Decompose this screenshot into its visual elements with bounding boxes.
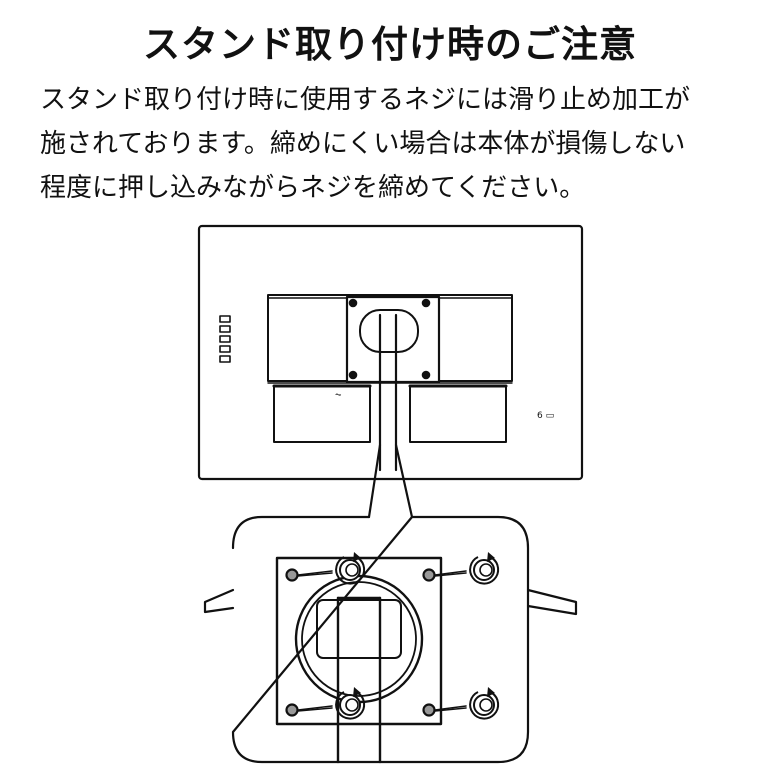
monitor-back: ⏦ 6 ▭ [197,224,584,481]
screw-bottom-left [285,703,333,717]
port-symbol-left: ⏦ [335,390,342,399]
notice-line-1: スタンド取り付け時に使用するネジには滑り止め加工が [40,85,691,115]
screw-bottom-right [422,703,467,717]
control-buttons [219,315,231,363]
port-symbol-right: 6 ▭ [537,411,554,421]
screw-top-right [422,568,467,582]
notice-line-3: 程度に押し込みながらネジを締めてください。 [40,173,586,203]
notice-line-2: 施されております。締めにくい場合は本体が損傷しない [40,129,686,159]
rotate-arrow-icon [335,551,366,585]
zoom-frame [203,515,578,764]
callout-lines [367,443,414,519]
page-title: スタンド取り付け時のご注意 [143,23,637,66]
notice-text: スタンド取り付け時に使用するネジには滑り止め加工が 施されております。締めにくい… [40,78,760,210]
screw-top-left [285,568,333,582]
